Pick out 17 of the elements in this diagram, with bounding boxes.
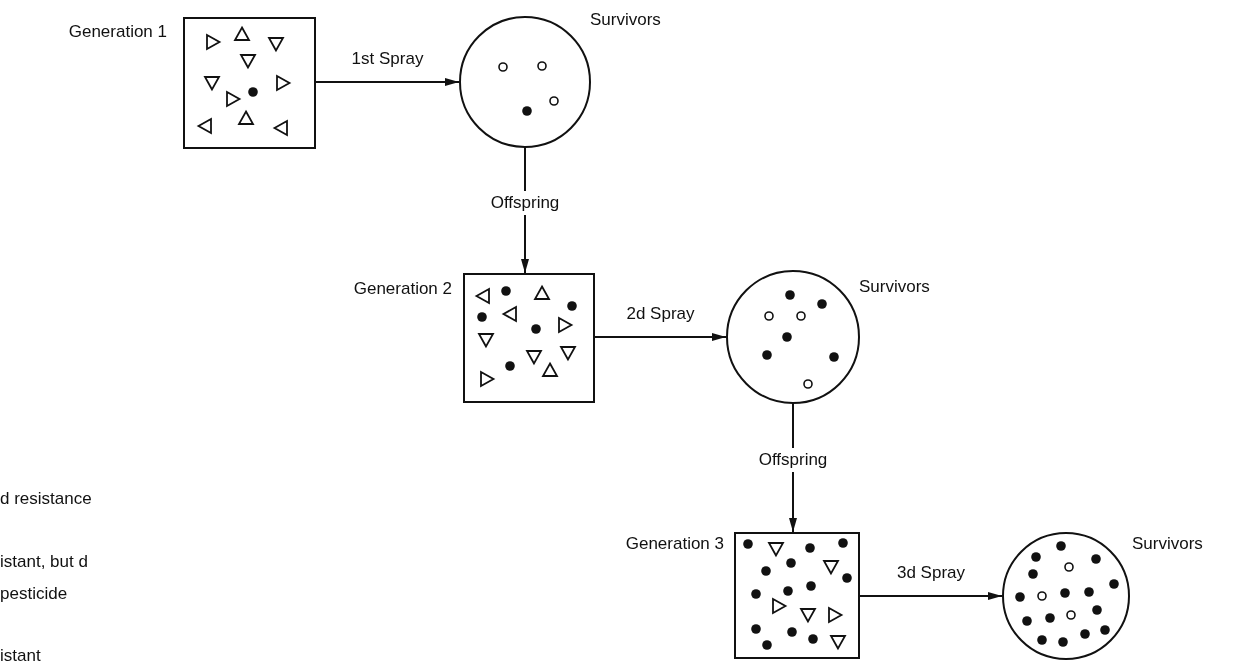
survivors-label: Survivors bbox=[859, 277, 930, 297]
generation-label: Generation 2 bbox=[353, 279, 452, 299]
arrow bbox=[315, 78, 460, 86]
generation-label: Generation 3 bbox=[625, 534, 724, 554]
edge-label: 1st Spray bbox=[350, 48, 425, 70]
edge-label: 2d Spray bbox=[625, 303, 696, 325]
survivors-label: Survivors bbox=[590, 10, 661, 30]
legend-text: d resistance bbox=[0, 488, 93, 510]
survivors-label: Survivors bbox=[1132, 534, 1203, 554]
edge-label: 3d Spray bbox=[895, 562, 966, 584]
arrow bbox=[859, 592, 1003, 600]
edge-label: Offspring bbox=[489, 190, 561, 215]
arrow bbox=[594, 333, 727, 341]
legend-text: istant bbox=[0, 645, 42, 661]
legend-text: istant, but d pesticide bbox=[0, 551, 89, 605]
edge-label: Offspring bbox=[757, 448, 829, 472]
generation-label: Generation 1 bbox=[68, 22, 167, 42]
